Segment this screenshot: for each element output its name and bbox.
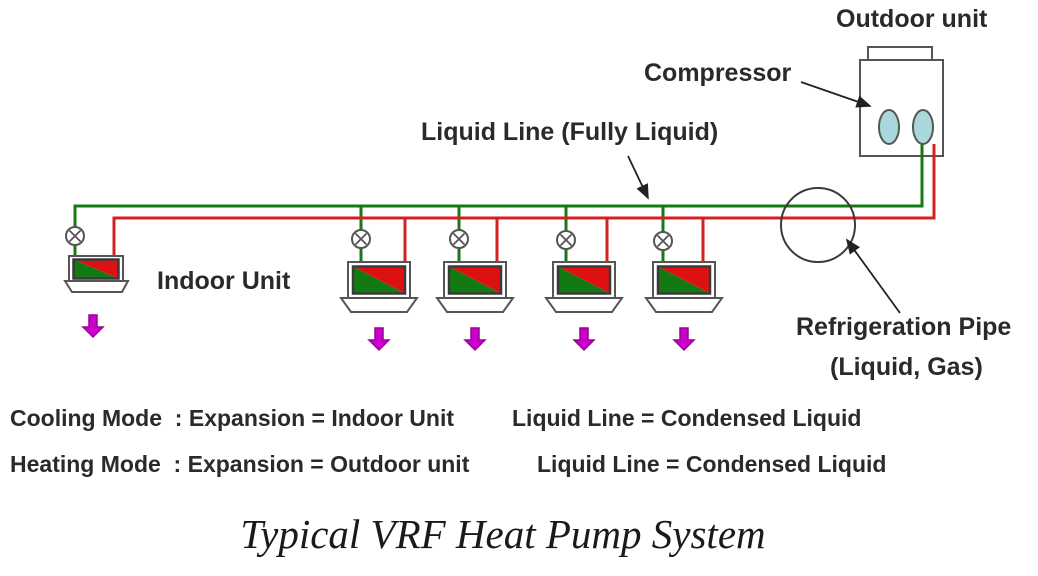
airflow-arrow-icon <box>367 327 391 352</box>
refrigeration-pipe-circle <box>780 187 856 263</box>
liquid-line-label: Liquid Line (Fully Liquid) <box>421 118 719 146</box>
refrigeration-pipe-label: Refrigeration Pipe <box>796 313 1012 341</box>
gas-line-branches <box>403 218 705 264</box>
refrigeration-pipe-detail-label: (Liquid, Gas) <box>830 353 983 381</box>
indoor-unit-cassette-icon <box>63 255 130 339</box>
expansion-valve-icon <box>351 229 371 249</box>
expansion-valve-icon <box>556 230 576 250</box>
indoor-unit-label: Indoor Unit <box>157 267 291 295</box>
gas-line-pipe <box>112 144 936 258</box>
indoor-unit-cassette-icon <box>435 261 515 352</box>
expansion-valve-icon <box>65 226 85 246</box>
heating-mode-note: Heating Mode : Expansion = Outdoor unit <box>10 451 470 477</box>
expansion-valve-icon <box>449 229 469 249</box>
diagram-title: Typical VRF Heat Pump System <box>240 511 766 557</box>
indoor-unit-cassette-icon <box>544 261 624 352</box>
outdoor-unit-label: Outdoor unit <box>836 5 988 33</box>
cooling-mode-note: Cooling Mode : Expansion = Indoor Unit <box>10 405 455 431</box>
refrigeration-pipe-annotation-arrow-icon <box>845 238 901 314</box>
compressor-ellipse-icon <box>878 109 934 145</box>
airflow-arrow-icon <box>572 327 596 352</box>
compressor-annotation-arrow-icon <box>800 81 872 108</box>
expansion-valve-icon <box>653 231 673 251</box>
airflow-arrow-icon <box>81 314 105 339</box>
cooling-mode-liquid-note: Liquid Line = Condensed Liquid <box>512 405 862 431</box>
airflow-arrow-icon <box>672 327 696 352</box>
heating-mode-liquid-note: Liquid Line = Condensed Liquid <box>537 451 887 477</box>
indoor-unit-cassette-icon <box>644 261 724 352</box>
compressor-label: Compressor <box>644 59 792 87</box>
airflow-arrow-icon <box>463 327 487 352</box>
indoor-unit-cassette-icon <box>339 261 419 352</box>
liquid-line-annotation-arrow-icon <box>627 155 649 200</box>
